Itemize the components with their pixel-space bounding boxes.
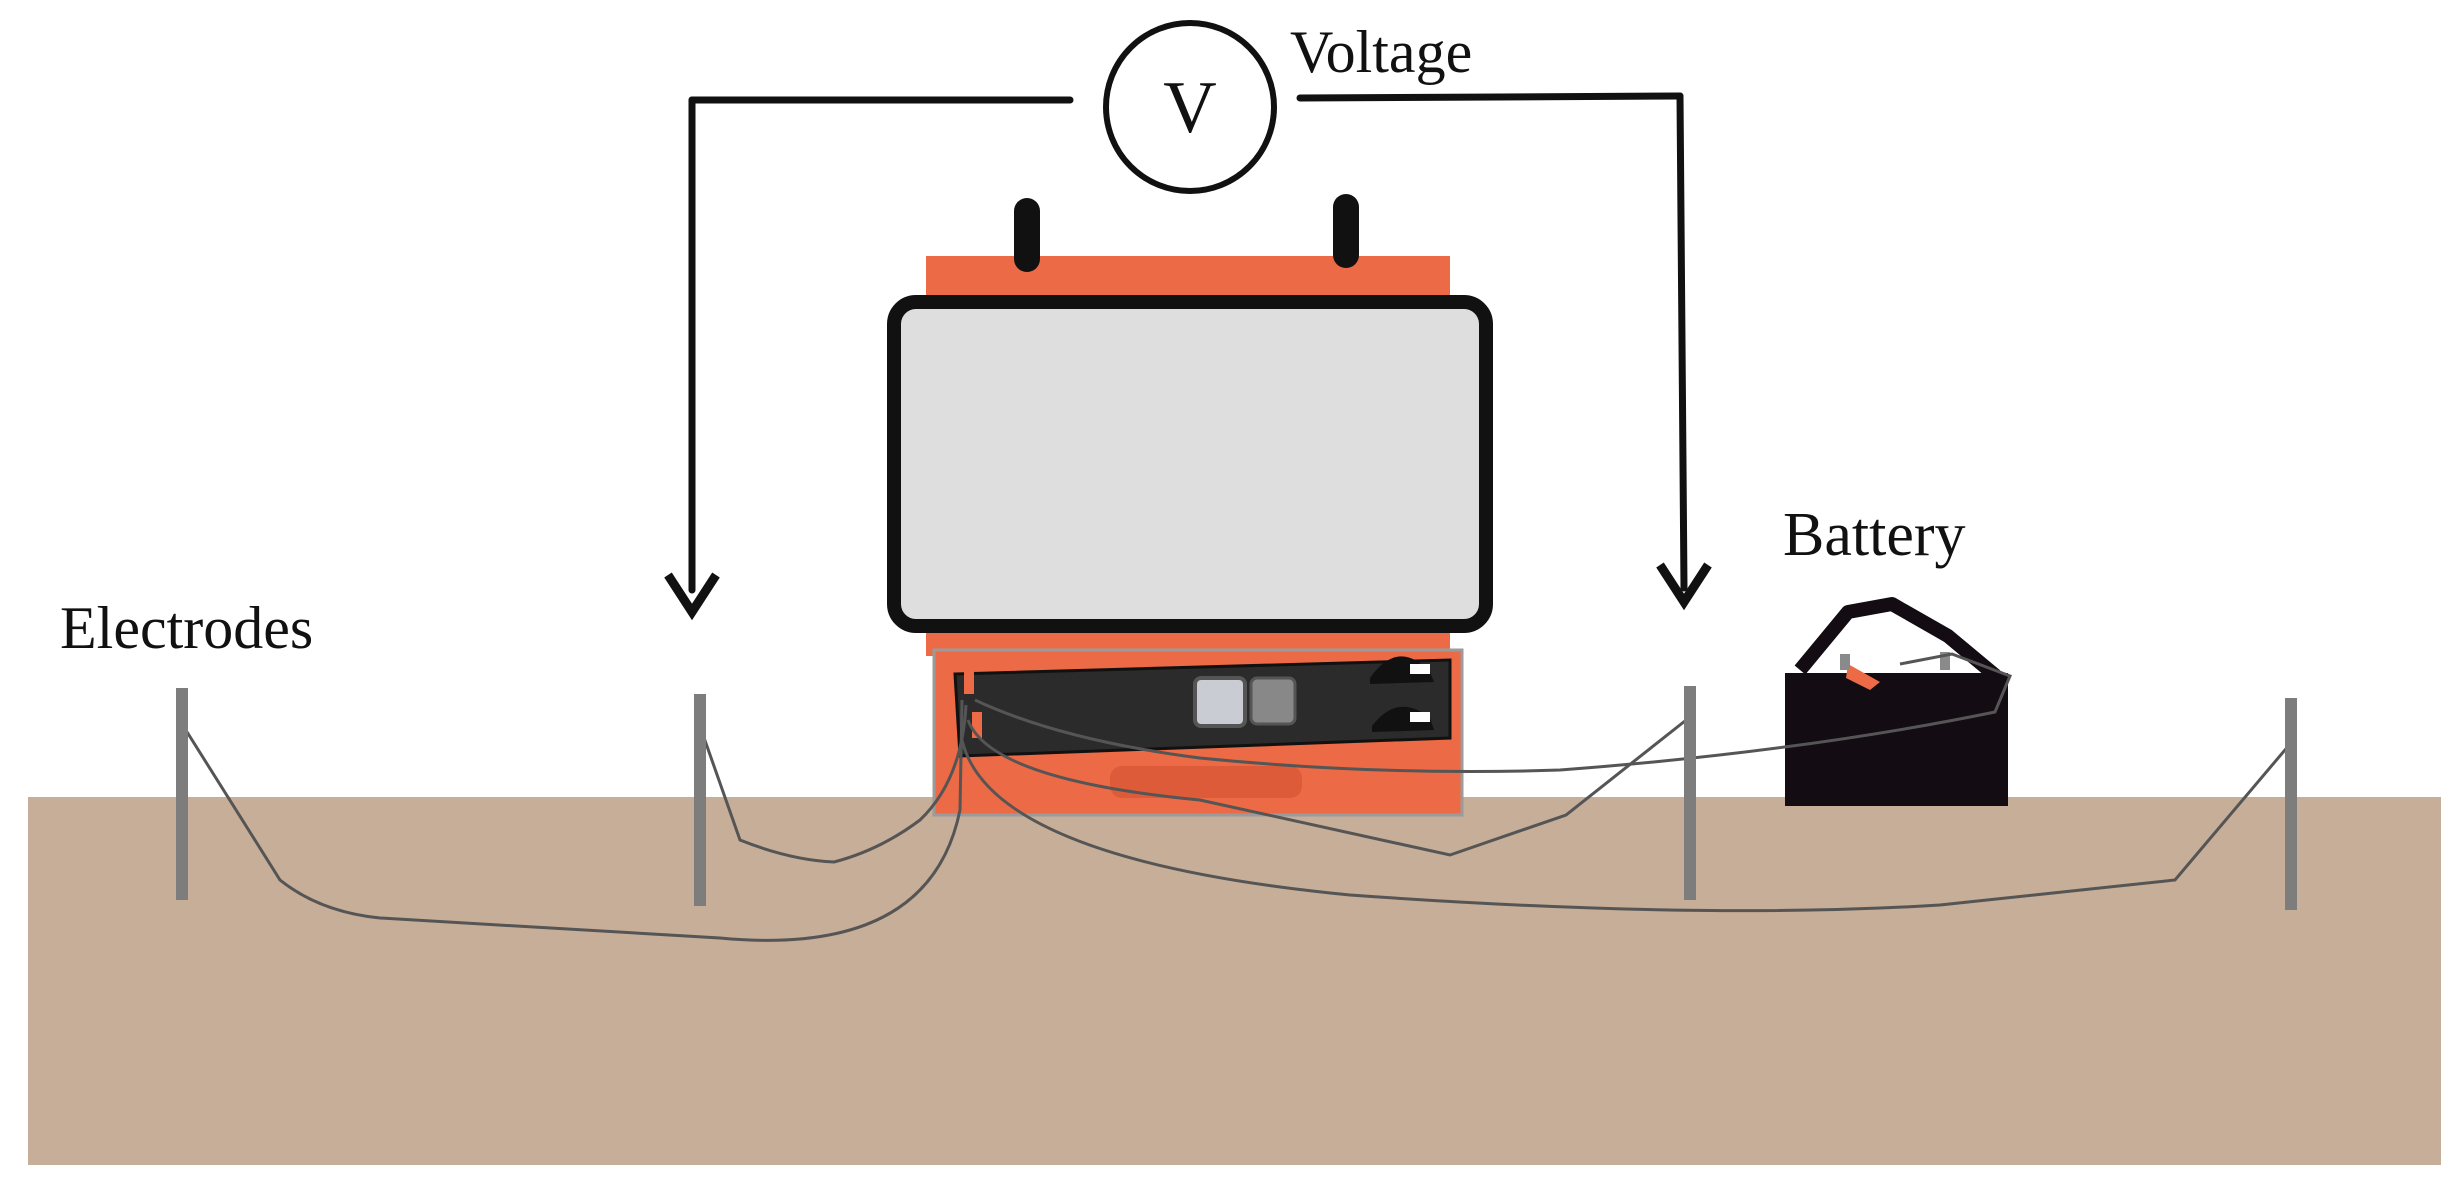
- right-arrow-head: [1656, 562, 1712, 611]
- panel-button-left: [1193, 676, 1247, 728]
- cable-to-battery: [974, 652, 2012, 773]
- cable-plug-red-1: [964, 668, 974, 694]
- cable-to-electrode-4: [960, 739, 2292, 913]
- right-measure-drop: [1676, 92, 1688, 592]
- resistivity-instrument: [887, 194, 1493, 817]
- right-measure-line: [1296, 92, 1684, 102]
- panel-socket-bottom: [1410, 712, 1430, 722]
- voltage-measurement-lines: [688, 92, 1688, 594]
- instrument-screen: [887, 295, 1493, 633]
- cable-to-electrode-1: [180, 699, 964, 942]
- battery-terminal-right: [1940, 652, 1950, 670]
- battery-body: [1785, 673, 2008, 806]
- panel-connector-top: [1370, 656, 1434, 684]
- voltmeter-circle: [1103, 20, 1277, 194]
- panel-button-right: [1249, 676, 1297, 726]
- battery-terminal-left: [1840, 654, 1850, 670]
- battery-terminal-red: [1846, 664, 1880, 690]
- voltmeter-symbol: V: [1163, 67, 1216, 149]
- battery-label: Battery: [1783, 501, 1966, 569]
- battery-handle: [1794, 597, 2001, 682]
- cables: [180, 652, 2292, 942]
- electrode-3: [1684, 686, 1696, 900]
- cable-plug-red-2: [972, 712, 982, 738]
- instrument-handle-left: [1014, 198, 1040, 272]
- ground: [28, 797, 2441, 1165]
- cable-to-electrode-2: [700, 704, 968, 864]
- electrode-4: [2285, 698, 2297, 910]
- left-arrow-head: [664, 572, 720, 621]
- electrodes-label: Electrodes: [60, 595, 313, 661]
- instrument-base-handle: [1110, 766, 1302, 798]
- electrode-2: [694, 694, 706, 906]
- battery: [1785, 597, 2008, 806]
- electrodes: [176, 686, 2297, 910]
- voltage-label: Voltage: [1290, 19, 1472, 85]
- cable-to-electrode-3: [966, 715, 1691, 857]
- instrument-handle-right: [1333, 194, 1359, 268]
- panel-socket-top: [1410, 664, 1430, 674]
- electrode-1: [176, 688, 188, 900]
